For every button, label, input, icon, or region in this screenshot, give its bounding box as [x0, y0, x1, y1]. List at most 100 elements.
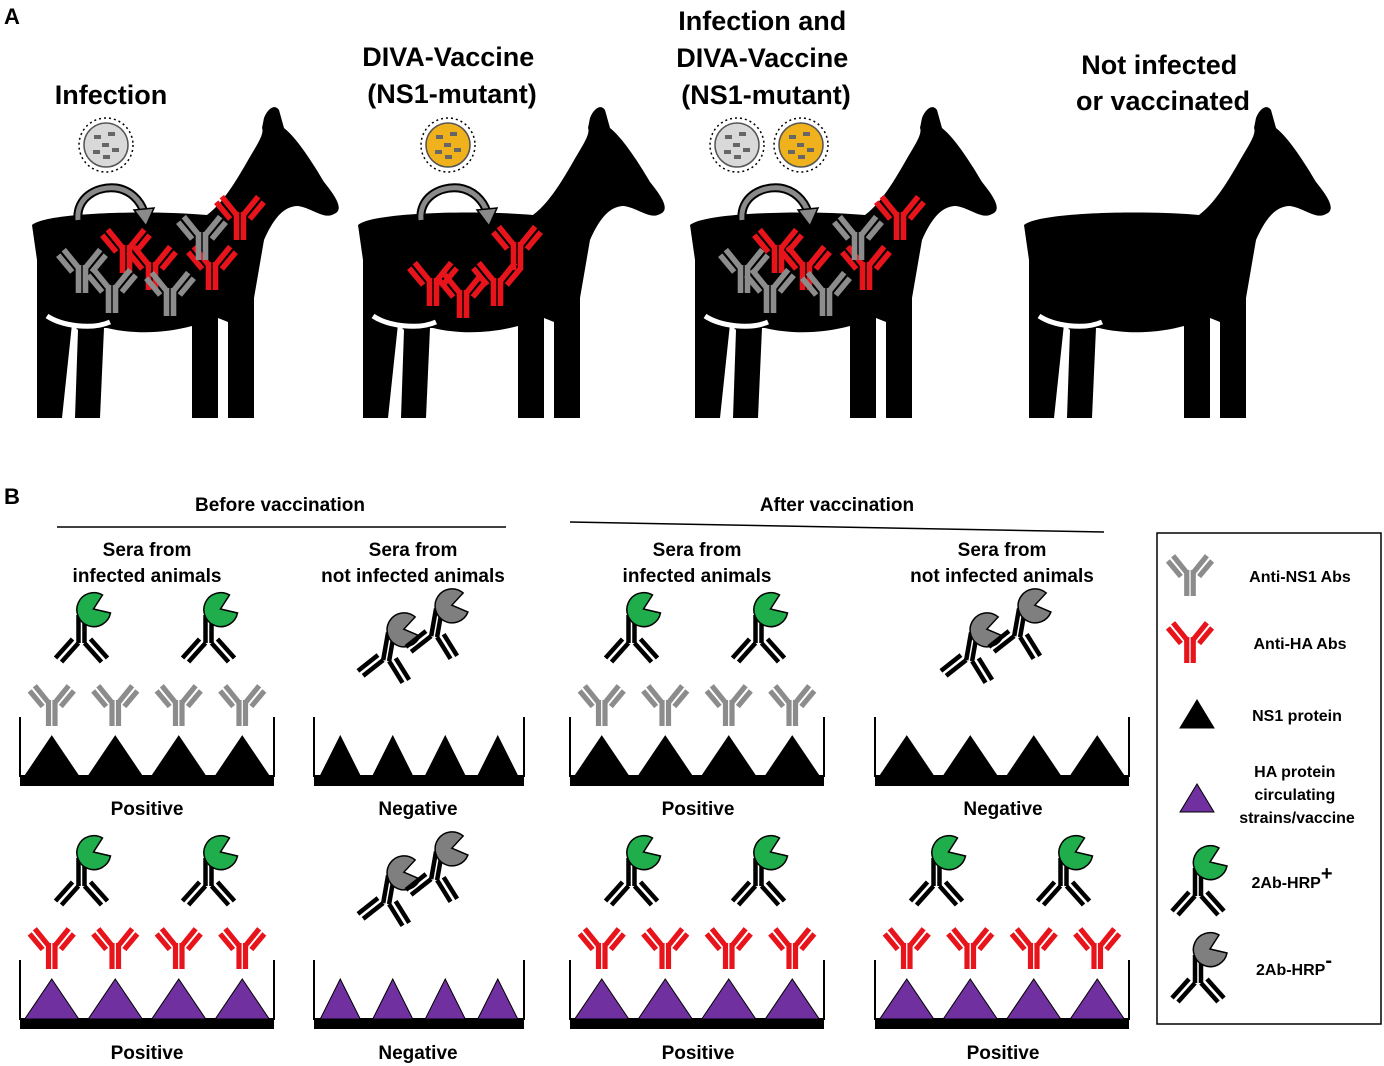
- horse-infection: [32, 107, 339, 418]
- ns1-protein-triangle: [1005, 735, 1062, 777]
- panel-label-a: A: [4, 4, 20, 29]
- anti-ha-antibody: [580, 929, 624, 969]
- ns1-protein-triangle: [371, 734, 414, 777]
- anti-ns1-antibody: [707, 686, 751, 726]
- legend-label-hrp-positive: 2Ab-HRP+: [1251, 863, 1332, 892]
- anti-ns1-antibody: [580, 686, 624, 726]
- hrp-positive-secondary-antibody: [733, 591, 789, 662]
- section-before-vaccination: Before vaccination: [195, 495, 365, 516]
- hrp-positive-secondary-antibody: [606, 591, 662, 662]
- hrp-positive-secondary-antibody: [183, 591, 239, 662]
- ha-protein-triangle: [1069, 978, 1126, 1020]
- ha-protein-triangle: [424, 977, 467, 1020]
- ha-protein-triangle: [319, 977, 362, 1020]
- result-ns1-col4: Negative: [963, 799, 1042, 820]
- elisa-wells: [19, 585, 1130, 1029]
- ha-protein-triangle: [878, 978, 935, 1020]
- result-ha-col4: Positive: [967, 1043, 1040, 1064]
- ha-protein-triangle: [1005, 978, 1062, 1020]
- anti-ns1-antibody: [220, 686, 264, 726]
- ns1-protein-triangle: [319, 734, 362, 777]
- ha-protein-triangle: [637, 978, 694, 1020]
- ha-protein-triangle: [214, 978, 271, 1020]
- anti-ns1-antibody: [30, 686, 74, 726]
- ha-protein-triangle: [942, 978, 999, 1020]
- legend-label-anti-ha: Anti-HA Abs: [1253, 636, 1346, 653]
- legend-label-ns1-protein: NS1 protein: [1252, 708, 1342, 725]
- ha-protein-triangle: [476, 977, 519, 1020]
- scenario-title-diva: DIVA-Vaccine (NS1-mutant): [362, 42, 542, 109]
- ha-protein-triangle: [150, 978, 207, 1020]
- anti-ns1-antibody: [157, 686, 201, 726]
- anti-ha-antibody: [157, 929, 201, 969]
- scenario-title-infection: Infection: [55, 80, 168, 110]
- well-floor: [875, 1019, 1129, 1029]
- hrp-negative-secondary-antibody: [405, 585, 473, 660]
- purple-triangle-icon: [1179, 783, 1215, 813]
- ns1-protein-triangle: [150, 735, 207, 777]
- ns1-protein-triangle: [700, 735, 757, 777]
- result-ha-col2: Negative: [378, 1043, 457, 1064]
- ha-protein-triangle: [700, 978, 757, 1020]
- well-floor: [20, 776, 274, 786]
- scenario-title-both: Infection and DIVA-Vaccine (NS1-mutant): [676, 6, 856, 110]
- ns1-protein-triangle: [1069, 735, 1126, 777]
- result-ns1-col1: Positive: [111, 799, 184, 820]
- ns1-protein-triangle: [637, 735, 694, 777]
- hrp-negative-secondary-antibody: [357, 852, 425, 927]
- result-ns1-col2: Negative: [378, 799, 457, 820]
- hrp-negative-secondary-antibody: [405, 828, 473, 903]
- anti-ns1-antibody: [93, 686, 137, 726]
- well-floor: [314, 776, 524, 786]
- anti-ha-antibody: [30, 929, 74, 969]
- result-ns1-col3: Positive: [662, 799, 735, 820]
- well-floor: [570, 776, 824, 786]
- well-floor: [20, 1019, 274, 1029]
- well-floor: [314, 1019, 524, 1029]
- ns1-protein-triangle: [878, 735, 935, 777]
- well-floor: [570, 1019, 824, 1029]
- anti-ha-antibody: [1075, 929, 1119, 969]
- black-triangle-icon: [1179, 699, 1215, 729]
- horse-none: [1024, 107, 1331, 418]
- section-after-vaccination: After vaccination: [760, 495, 914, 516]
- hrp-positive-secondary-antibody: [1038, 834, 1094, 905]
- anti-ha-antibody: [93, 929, 137, 969]
- result-ha-col3: Positive: [662, 1043, 735, 1064]
- ns1-protein-triangle: [476, 734, 519, 777]
- well-floor: [875, 776, 1129, 786]
- ha-protein-triangle: [573, 978, 630, 1020]
- scenario-title-none: Not infected or vaccinated: [1076, 50, 1250, 116]
- legend-label-hrp-negative: 2Ab-HRP-: [1256, 950, 1332, 979]
- ha-protein-triangle: [764, 978, 821, 1020]
- hrp-positive-secondary-antibody: [183, 834, 239, 905]
- legend-label-ha-protein: HA protein circulating strains/vaccine: [1239, 764, 1355, 827]
- legend-label-anti-ns1: Anti-NS1 Abs: [1249, 569, 1351, 586]
- anti-ha-antibody: [948, 929, 992, 969]
- hrp-negative-secondary-antibody: [940, 609, 1008, 684]
- result-ha-col1: Positive: [111, 1043, 184, 1064]
- hrp-positive-secondary-antibody: [733, 834, 789, 905]
- anti-ha-antibody: [220, 929, 264, 969]
- section-divider: [569, 521, 1105, 533]
- wild-virus-icon: [709, 117, 765, 173]
- vaccine-virus-icon: [420, 117, 476, 173]
- hrp-positive-secondary-antibody: [606, 834, 662, 905]
- anti-ha-antibody: [770, 929, 814, 969]
- wild-virus-icon: [78, 117, 134, 173]
- ns1-protein-triangle: [23, 735, 80, 777]
- hrp-positive-secondary-antibody: [56, 834, 112, 905]
- anti-ha-antibody: [1012, 929, 1056, 969]
- panel-label-b: B: [4, 484, 20, 509]
- hrp-negative-secondary-antibody: [357, 609, 425, 684]
- vaccine-virus-icon: [773, 117, 829, 173]
- legend-icons: [1168, 556, 1228, 1002]
- anti-ns1-antibody: [643, 686, 687, 726]
- anti-ha-antibody: [885, 929, 929, 969]
- ns1-protein-triangle: [214, 735, 271, 777]
- anti-ha-antibody: [643, 929, 687, 969]
